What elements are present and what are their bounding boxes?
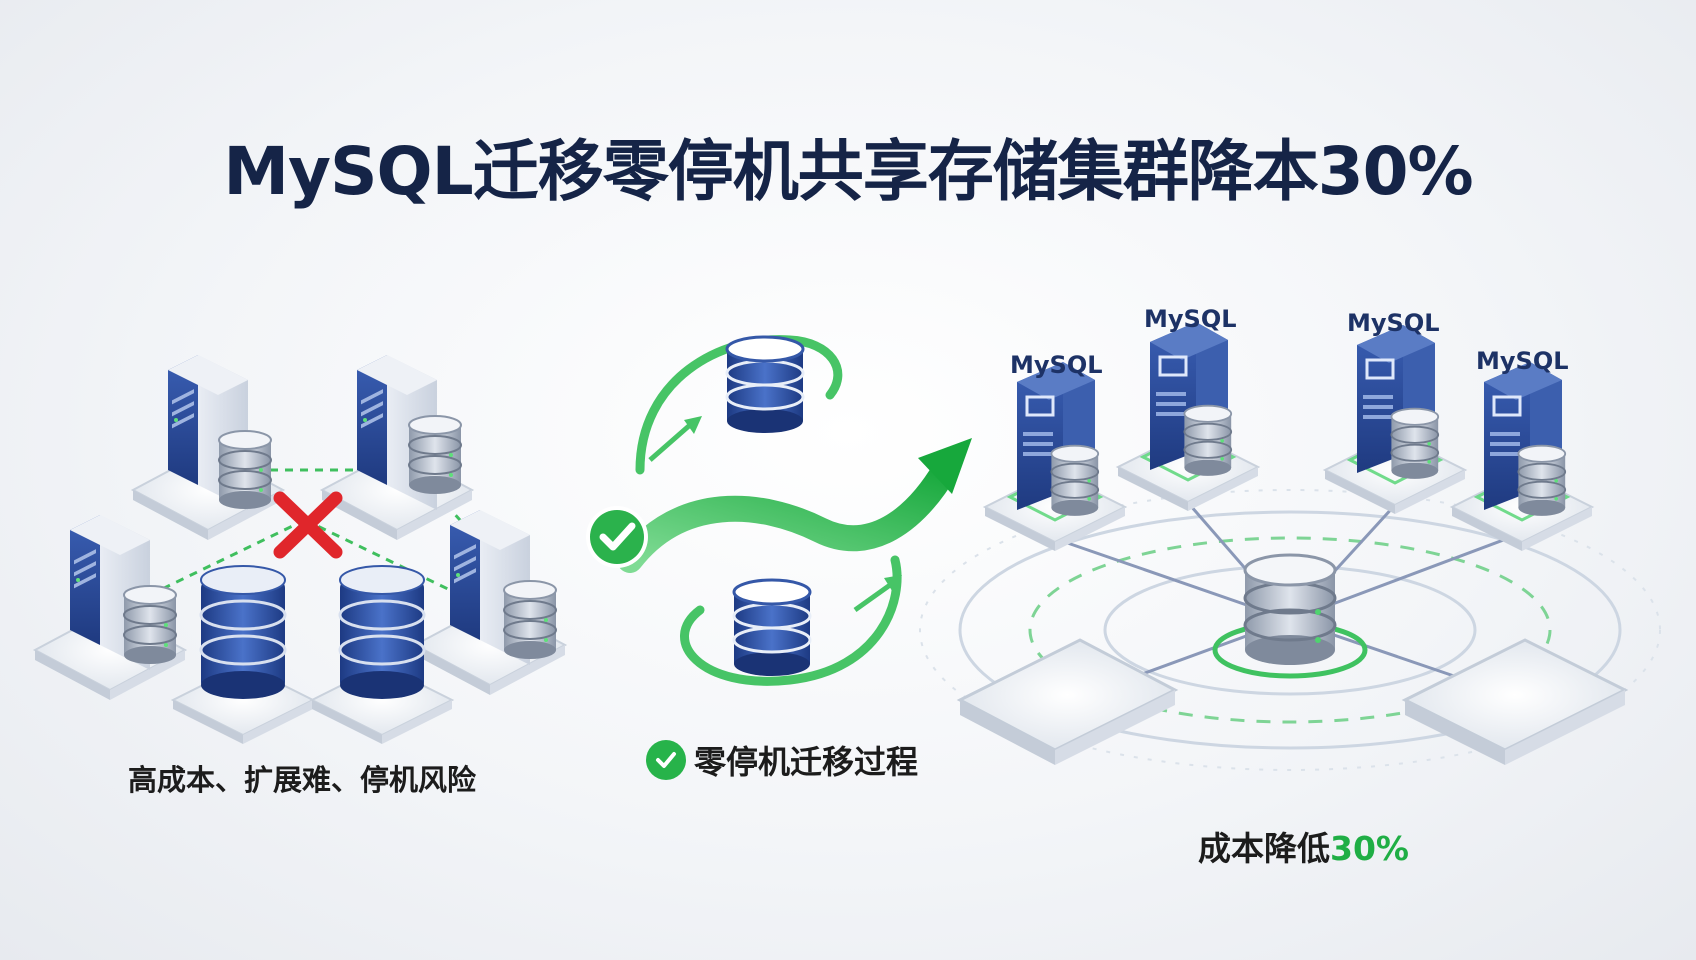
cost-caption-value: 30% xyxy=(1330,829,1409,868)
check-icon xyxy=(586,506,648,568)
legacy-caption: 高成本、扩展难、停机风险 xyxy=(128,763,477,797)
legacy-cluster xyxy=(34,354,566,746)
migration-caption-text: 零停机迁移过程 xyxy=(694,743,919,781)
mysql-node-icon xyxy=(1452,362,1592,551)
check-circle-icon xyxy=(646,740,686,780)
storage-plate xyxy=(1401,638,1629,765)
database-icon xyxy=(123,585,177,665)
mysql-node-label: MySQL xyxy=(1347,309,1440,337)
database-icon xyxy=(408,415,462,495)
mysql-node-label: MySQL xyxy=(1476,347,1569,375)
error-cross-icon xyxy=(273,491,343,559)
migration-caption: 零停机迁移过程 xyxy=(646,737,918,783)
shared-storage-cluster xyxy=(919,322,1661,771)
page-title: MySQL迁移零停机共享存储集群降本30% xyxy=(223,133,1473,210)
source-database-icon xyxy=(725,335,805,435)
storage-rack-icon xyxy=(171,564,315,746)
database-icon xyxy=(218,430,272,510)
storage-plate xyxy=(956,638,1179,765)
mysql-node-icon xyxy=(1325,325,1465,514)
mysql-node-label: MySQL xyxy=(1144,305,1237,333)
shared-storage-icon xyxy=(1212,553,1368,679)
target-database-icon xyxy=(732,578,812,678)
mysql-node-icon xyxy=(985,362,1125,551)
migration-flow xyxy=(586,335,972,686)
cost-caption-prefix: 成本降低 xyxy=(1198,829,1330,868)
cost-caption: 成本降低30% xyxy=(1198,822,1409,870)
database-icon xyxy=(503,580,557,660)
mysql-node-icon xyxy=(1118,322,1258,511)
mysql-node-label: MySQL xyxy=(1010,351,1103,379)
